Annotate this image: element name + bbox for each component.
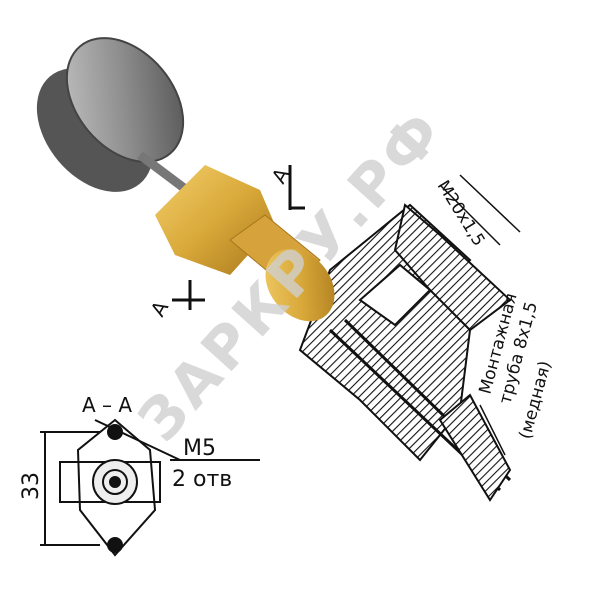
height-dimension: 33 <box>19 472 44 500</box>
valve-section-drawing <box>298 203 512 502</box>
knob-image <box>36 37 203 204</box>
brass-fitting-image <box>155 165 335 322</box>
thread-m5-label: М5 <box>183 436 216 461</box>
holes-label: 2 отв <box>172 467 232 492</box>
section-mark-bottom-label: А <box>146 296 174 320</box>
section-view-title: А – А <box>82 393 132 417</box>
section-mark-top <box>288 165 305 210</box>
thread-dimension-line <box>439 174 521 246</box>
section-mark-bottom <box>172 280 205 310</box>
section-view-aa <box>40 418 260 557</box>
